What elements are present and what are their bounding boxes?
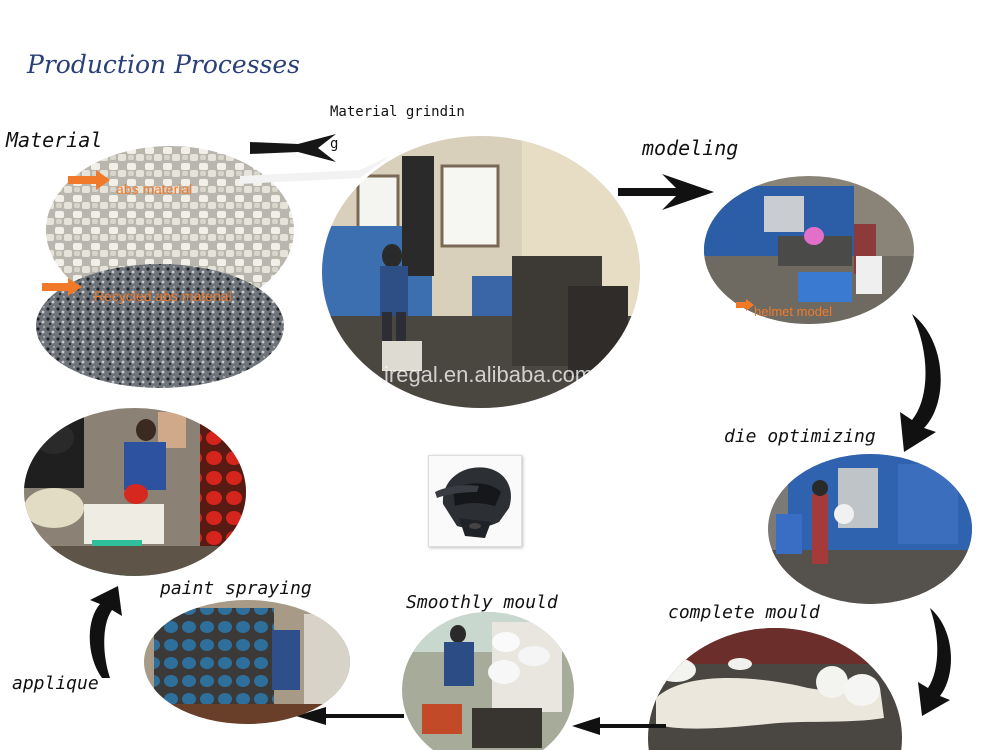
orange-arrow-icon [68, 170, 110, 194]
step-label-complete-mould: complete mould [668, 602, 820, 623]
curved-black-arrow-icon [890, 312, 946, 458]
black-arrow-icon [572, 716, 666, 740]
black-arrow-icon [240, 126, 400, 190]
orange-arrow-icon [736, 296, 754, 315]
die-optimizing-photo [768, 454, 972, 604]
step-label-grinding: Material grindin [330, 104, 465, 120]
step-label-smoothly-mould: Smoothly mould [406, 592, 558, 613]
step-label-paint-spraying: paint spraying [160, 578, 312, 599]
watermark: jregal.en.alibaba.com [384, 362, 594, 387]
curved-black-arrow-icon [910, 606, 956, 722]
modeling-photo [704, 176, 914, 324]
step-label-modeling: modeling [642, 136, 739, 160]
curved-black-arrow-icon [82, 586, 126, 682]
helmet-product-image [428, 455, 522, 547]
applique-photo [24, 408, 246, 576]
step-label-material: Material [6, 128, 103, 152]
step-label-die-optimizing: die optimizing [724, 426, 876, 447]
paint-spraying-photo [144, 600, 350, 724]
black-arrow-icon [618, 174, 714, 214]
material-photo [36, 146, 294, 388]
smoothly-mould-photo [402, 612, 574, 750]
orange-arrow-icon [42, 278, 82, 300]
annotation-recycled-abs: Recycled abs material [94, 288, 232, 304]
grinding-workshop-photo [322, 136, 640, 408]
annotation-helmet-model: helmet model [754, 304, 833, 319]
step-label-grinding-cont: g [330, 136, 339, 152]
complete-mould-photo [648, 628, 902, 750]
black-arrow-icon [296, 706, 404, 730]
step-label-applique: applique [12, 673, 99, 694]
annotation-abs-material: abs material [116, 181, 193, 197]
page-title: Production Processes [27, 50, 300, 79]
